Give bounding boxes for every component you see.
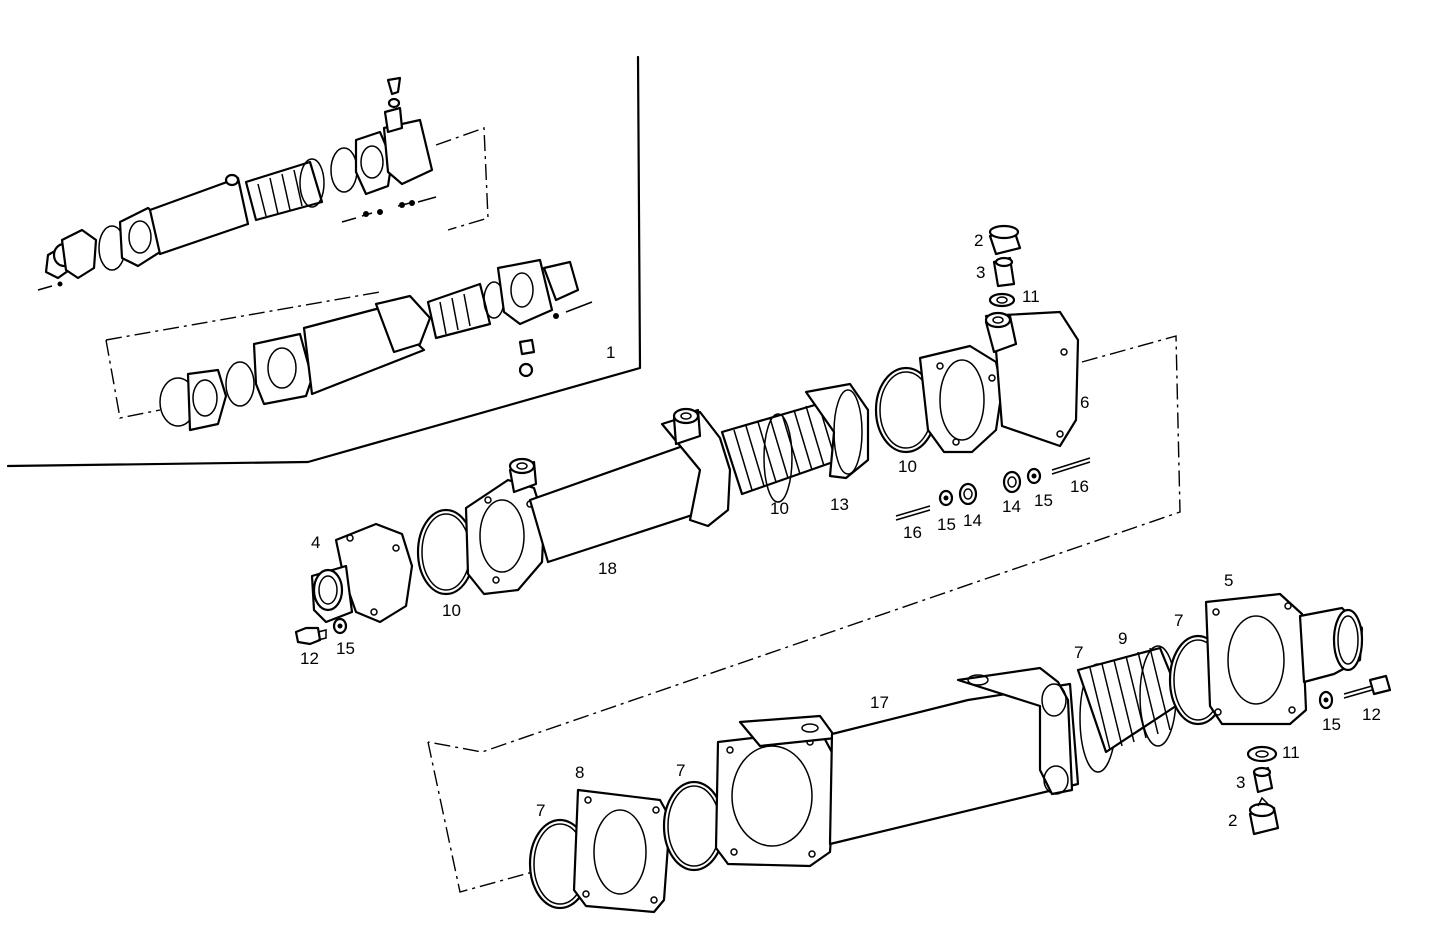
callout-6: 6 [1080, 393, 1089, 412]
callout-18: 18 [598, 559, 617, 578]
callout-16-b: 16 [1070, 477, 1089, 496]
part-13-baffle [804, 382, 870, 480]
callout-2-bottom: 2 [1228, 811, 1237, 830]
part-18-cooler-shell [464, 407, 732, 596]
callout-14-b: 14 [1002, 497, 1021, 516]
inset-assembly-upper [37, 76, 489, 291]
callout-10-right: 10 [898, 457, 917, 476]
callout-15-b: 15 [1034, 491, 1053, 510]
callout-3-bottom: 3 [1236, 773, 1245, 792]
fasteners-14-15-16 [895, 457, 1091, 521]
part-9-tube-bundle-lower [1076, 645, 1184, 773]
callout-8: 8 [575, 763, 584, 782]
callout-17: 17 [870, 693, 889, 712]
callout-15-right: 15 [1322, 715, 1341, 734]
part-6-outlet-cover [918, 310, 1080, 454]
callout-7-a: 7 [536, 801, 545, 820]
part-7-o-ring-b [662, 780, 726, 872]
callout-2-top: 2 [974, 231, 983, 250]
part-12-15-bolt-right [1318, 674, 1392, 710]
callout-9: 9 [1118, 629, 1127, 648]
callout-10-left: 10 [442, 601, 461, 620]
callout-11-bottom: 11 [1282, 743, 1300, 762]
callout-4: 4 [311, 533, 320, 552]
callout-16-a: 16 [903, 523, 922, 542]
main-cooler-assembly: 4 12 15 10 18 [294, 224, 1181, 753]
callout-3-top: 3 [976, 263, 985, 282]
part-5-end-cover [1204, 592, 1364, 726]
callout-12-right: 12 [1362, 705, 1381, 724]
part-8-flange-plate [572, 788, 672, 914]
part-17-housing [714, 666, 1080, 868]
part-2-3-11-plug-bottom [1246, 745, 1280, 836]
inset-assembly-lower [105, 258, 593, 432]
part-12-15-bolt-left [294, 617, 348, 646]
callout-13: 13 [830, 495, 849, 514]
callout-11-top: 11 [1022, 287, 1040, 306]
callout-7-d: 7 [1174, 611, 1183, 630]
part-2-3-11-plug-top [988, 224, 1022, 308]
callout-7-b: 7 [676, 761, 685, 780]
callout-10-mid: 10 [770, 499, 789, 518]
lower-cooler-assembly: 7 8 7 1 [427, 571, 1392, 914]
callout-5: 5 [1224, 571, 1233, 590]
callout-14-a: 14 [963, 511, 982, 530]
callout-7-c: 7 [1074, 643, 1083, 662]
callout-1: 1 [606, 343, 615, 362]
part-4-end-cover [310, 522, 414, 624]
callout-12-left: 12 [300, 649, 319, 668]
inset-overview-panel: 1 [6, 55, 642, 468]
callout-15-left: 15 [336, 639, 355, 658]
callout-15-a: 15 [937, 515, 956, 534]
